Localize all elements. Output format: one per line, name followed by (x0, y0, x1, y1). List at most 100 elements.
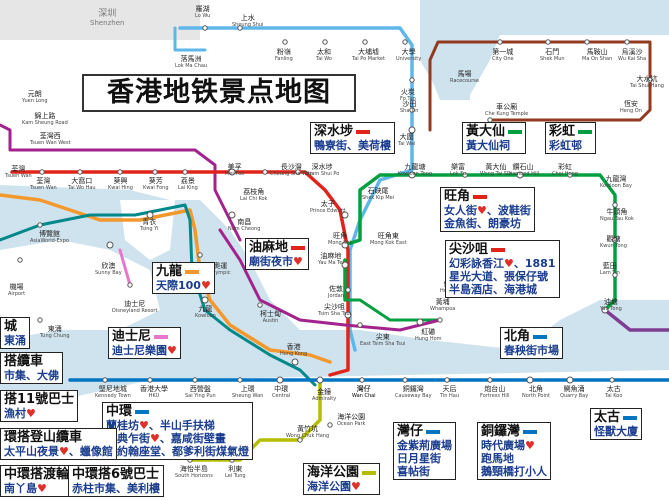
attraction-text: 金紫荊廣場 (397, 439, 452, 452)
line-color-tag (291, 245, 306, 250)
water-tolo (420, 50, 470, 100)
attraction-box-ferry: 中環搭渡輪南丫島♥ (0, 465, 74, 497)
station-dot (359, 377, 365, 383)
attraction-box-tung-chung-city: 城東涌 (0, 317, 30, 349)
line-color-tag (533, 334, 548, 339)
station-dot (487, 377, 493, 383)
station-dot (624, 39, 630, 45)
station-dot (17, 257, 23, 263)
attraction-text: 漁村 (4, 407, 26, 420)
line-color-tag (523, 429, 538, 434)
attraction-box-bus11: 搭11號巴士漁村♥ (0, 390, 79, 422)
station-dot (601, 306, 609, 314)
station-dot (291, 358, 299, 366)
attraction-box-causeway-bay: 銅鑼灣時代廣場♥跑馬地鵝頸橋打小人 (477, 422, 551, 480)
heart-icon: ♥ (200, 279, 211, 292)
station-dot (37, 222, 43, 228)
attraction-text: 海洋公園 (307, 480, 351, 493)
station-dot (182, 169, 188, 175)
disney-line (118, 248, 132, 287)
heart-icon: ♥ (139, 419, 149, 432)
heart-icon: ♥ (37, 482, 47, 495)
ma-on-shan-line (428, 40, 652, 132)
attraction-text: 幻彩詠香江 (449, 257, 504, 270)
station-dot (228, 211, 236, 219)
station-dot (202, 25, 208, 31)
kwun-tong-whampoa (346, 298, 442, 322)
line-color-tag (356, 129, 371, 134)
attraction-text: 春秧街市場 (504, 344, 559, 357)
station-dot (127, 282, 133, 288)
heart-icon: ♥ (351, 480, 361, 493)
station-dot (545, 39, 551, 45)
line-color-tag (154, 334, 169, 339)
attraction-text: 聖約翰座堂、都爹利街煤氣燈 (106, 445, 249, 458)
tung-chung-line (0, 193, 332, 364)
station-dot (402, 377, 408, 383)
station-dot (444, 377, 450, 383)
station-dot (322, 39, 328, 45)
tko-line (603, 308, 669, 332)
tung-chung-kowloon-loop (218, 228, 442, 332)
attraction-box-peak-tram: 環搭登山纜車太平山夜景♥、蠟像館 (0, 428, 117, 460)
attraction-box-tai-koo: 太古怪獸大廈 (590, 408, 642, 440)
heart-icon: ♥ (167, 344, 177, 357)
station-dot (282, 39, 288, 45)
map-title: 香港地铁景点地图 (82, 74, 356, 112)
attraction-text: 黃大仙祠 (466, 139, 510, 152)
attraction-box-disney: 迪士尼迪士尼樂園♥ (108, 327, 181, 359)
station-dot (437, 317, 443, 323)
area-shenzhen: 深圳 Shenzhen (90, 9, 125, 27)
attraction-text: 金魚街、朗豪坊 (444, 217, 521, 230)
shenzhen-area (0, 0, 200, 40)
heart-icon: ♥ (26, 407, 36, 420)
attraction-text: 鵝頸橋打小人 (481, 465, 547, 478)
station-dot (147, 377, 153, 383)
station-dot (497, 39, 503, 45)
station-dot (647, 77, 653, 83)
attraction-text: 鴨寮街、美荷樓 (314, 139, 391, 152)
attraction-text: 星光大道、張保仔號 (449, 270, 548, 283)
attraction-text: 東涌 (4, 334, 26, 347)
line-color-tag (578, 129, 593, 134)
station-dot (408, 126, 416, 134)
attraction-text: 赤柱市集、美利樓 (72, 482, 160, 495)
station-dot (201, 296, 209, 304)
station-dot (609, 377, 615, 383)
heart-icon: ♥ (293, 255, 303, 268)
station-dot (237, 25, 243, 31)
